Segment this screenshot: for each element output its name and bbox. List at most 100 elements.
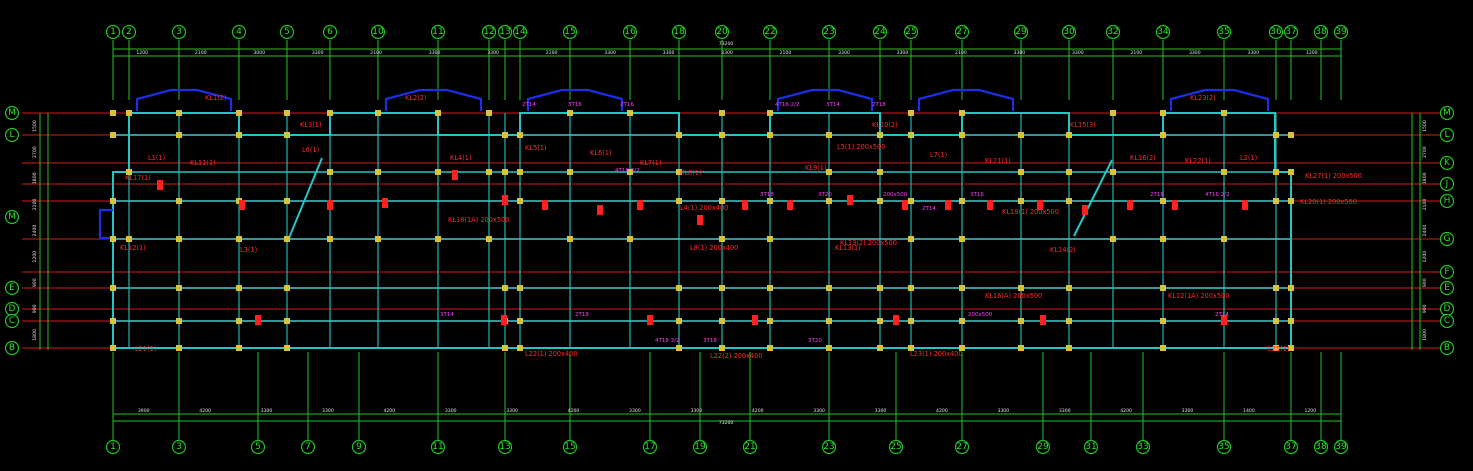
axis-bubble-top-circle xyxy=(171,24,187,40)
axis-bubble-bottom-label: 11 xyxy=(432,442,443,452)
bottom-dimension-text: 4200 xyxy=(1120,408,1132,414)
axis-bubble-left-circle xyxy=(4,127,20,143)
axis-bubble-top-circle xyxy=(954,24,970,40)
column-marker xyxy=(719,345,725,351)
column-marker xyxy=(502,132,508,138)
column-marker xyxy=(1288,169,1294,175)
beam-label: KL15(3) xyxy=(1070,121,1096,129)
axis-bubble-top-circle xyxy=(1333,24,1349,40)
beam-label: KL3(1) xyxy=(300,121,322,129)
column-marker xyxy=(1018,285,1024,291)
beam-label: KL10(2) xyxy=(872,121,898,129)
axis-bubble-bottom-circle xyxy=(105,439,121,455)
column-marker xyxy=(567,110,573,116)
axis-bubble-top-circle xyxy=(872,24,888,40)
axis-bubble-left-label: D xyxy=(9,304,16,314)
left-dimension-text: 900 xyxy=(32,278,38,287)
top-dimension-text: 3300 xyxy=(604,50,616,56)
column-marker xyxy=(908,198,914,204)
column-marker xyxy=(826,169,832,175)
axis-bubble-right-label: H xyxy=(1444,196,1451,206)
left-dimension-text: 2400 xyxy=(32,225,38,237)
column-marker xyxy=(767,110,773,116)
beam-label: L8(1) 200x400 xyxy=(690,244,738,252)
axis-bubble-bottom-circle xyxy=(1216,439,1232,455)
column-marker xyxy=(375,169,381,175)
axis-bubble-left-label: B xyxy=(9,343,15,353)
axis-bubble-top-circle xyxy=(714,24,730,40)
column-marker xyxy=(236,345,242,351)
beam-label: KL9(1) xyxy=(805,164,827,172)
axis-bubble-left-label: E xyxy=(9,283,15,293)
column-marker xyxy=(826,318,832,324)
column-marker xyxy=(517,198,523,204)
column-marker xyxy=(877,169,883,175)
bottom-dimension-text: 3300 xyxy=(629,408,641,414)
column-marker xyxy=(176,198,182,204)
axis-bubble-left-circle xyxy=(4,209,20,225)
column-marker xyxy=(627,236,633,242)
axis-bubble-top-label: 34 xyxy=(1157,27,1169,37)
rebar-marker xyxy=(893,315,899,325)
column-marker xyxy=(110,132,116,138)
axis-bubble-top-label: 20 xyxy=(716,27,728,37)
column-marker xyxy=(1066,318,1072,324)
column-marker xyxy=(676,169,682,175)
axis-bubble-top-label: 24 xyxy=(874,27,886,37)
column-marker xyxy=(877,285,883,291)
axis-bubble-top-label: 25 xyxy=(905,27,916,37)
axis-bubble-top-circle xyxy=(1155,24,1171,40)
right-dimension-text: 900 xyxy=(1422,304,1428,313)
beam-label: L25(1) xyxy=(1268,345,1289,353)
top-dimension-text: 3300 xyxy=(1247,50,1259,56)
rebar-marker xyxy=(945,200,951,210)
rebar-note: 200x500 xyxy=(968,312,993,318)
axis-bubble-top-circle xyxy=(622,24,638,40)
axis-bubble-bottom-label: 39 xyxy=(1335,442,1347,452)
column-marker xyxy=(676,198,682,204)
axis-bubble-left-circle xyxy=(4,280,20,296)
bottom-dimension-text: 3300 xyxy=(1182,408,1194,414)
axis-bubble-bottom-label: 33 xyxy=(1137,442,1148,452)
balcony-outline xyxy=(917,88,1015,111)
column-marker xyxy=(877,318,883,324)
rebar-marker xyxy=(501,315,507,325)
column-marker xyxy=(126,169,132,175)
bottom-dimension-text: 4200 xyxy=(199,408,211,414)
column-marker xyxy=(486,236,492,242)
axis-bubble-top-label: 30 xyxy=(1063,27,1075,37)
beam-label: L4(1) 200x400 xyxy=(680,204,728,212)
axis-bubble-top-label: 27 xyxy=(956,27,967,37)
axis-bubble-bottom-circle xyxy=(171,439,187,455)
column-marker xyxy=(1273,285,1279,291)
bottom-dimension-text: 4200 xyxy=(568,408,580,414)
bottom-dimension-text: 4200 xyxy=(752,408,764,414)
column-marker xyxy=(110,236,116,242)
column-marker xyxy=(959,318,965,324)
axis-bubble-right-label: G xyxy=(1444,234,1451,244)
left-dimension-text: 900 xyxy=(32,304,38,313)
column-marker xyxy=(959,132,965,138)
axis-bubble-top-circle xyxy=(1105,24,1121,40)
column-marker xyxy=(517,132,523,138)
rebar-note: 2T18 xyxy=(872,102,886,108)
top-dimension-text: 2100 xyxy=(195,50,207,56)
axis-bubble-left-circle xyxy=(4,340,20,356)
column-marker xyxy=(1066,345,1072,351)
column-marker xyxy=(959,236,965,242)
axis-bubble-top-circle xyxy=(562,24,578,40)
axis-bubble-top-label: 29 xyxy=(1015,27,1027,37)
rebar-marker xyxy=(382,198,388,208)
column-marker xyxy=(1160,236,1166,242)
top-dimension-text: 3300 xyxy=(721,50,733,56)
left-dimension-text: 1200 xyxy=(32,251,38,263)
rebar-note: 3T18 xyxy=(703,338,717,344)
rebar-marker xyxy=(637,200,643,210)
axis-bubble-bottom-label: 7 xyxy=(305,442,311,452)
column-marker xyxy=(567,236,573,242)
column-marker xyxy=(567,169,573,175)
column-marker xyxy=(1221,110,1227,116)
axis-bubble-top-circle xyxy=(903,24,919,40)
column-marker xyxy=(176,285,182,291)
right-dimension-text: 2700 xyxy=(1422,146,1428,158)
